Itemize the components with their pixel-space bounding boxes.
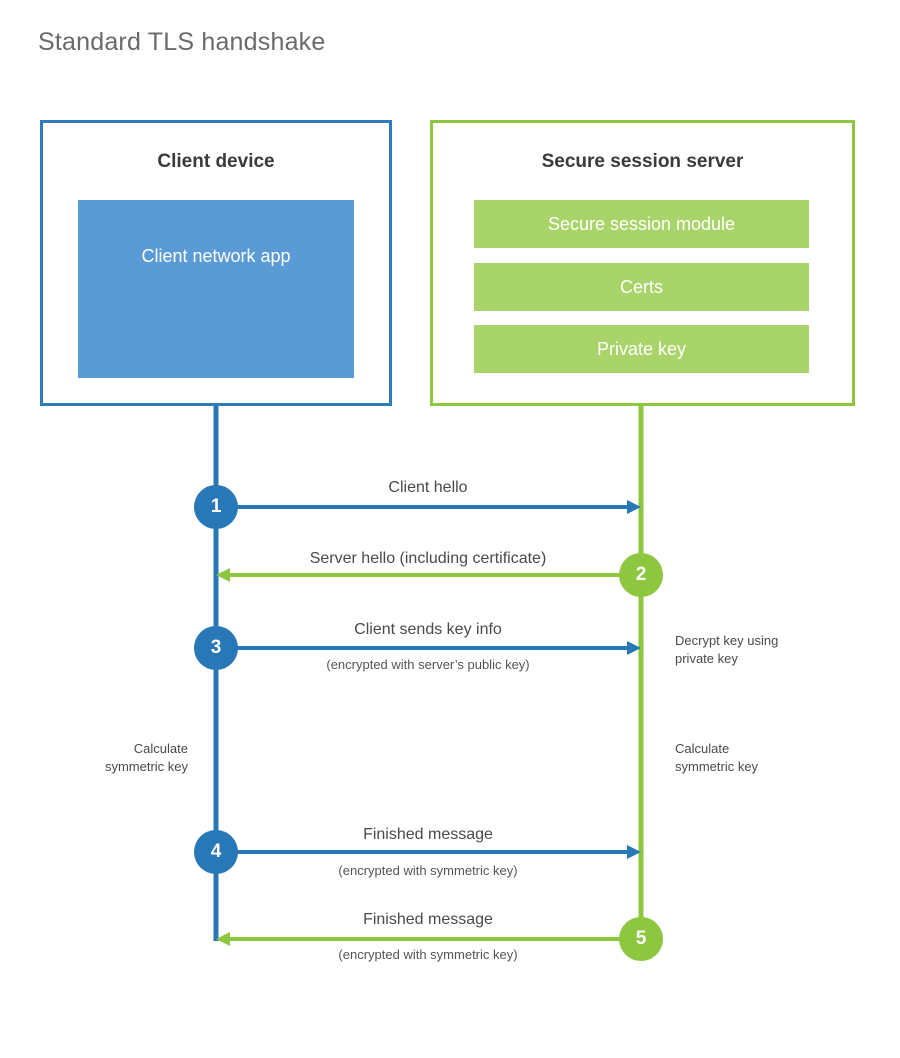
- page-title: Standard TLS handshake: [38, 28, 326, 56]
- secure-session-server-box: Secure session server Secure session mod…: [430, 120, 855, 406]
- annotation-server-calculate-symmetric-key: Calculate symmetric key: [675, 741, 759, 774]
- step-marker-2[interactable]: 2: [619, 553, 663, 597]
- step-marker-1[interactable]: 1: [194, 485, 238, 529]
- step-marker-4[interactable]: 4: [194, 830, 238, 874]
- message-label-step-2: Server hello (including certificate): [309, 550, 547, 567]
- annotation-server-decrypt-key: Decrypt key using private key: [675, 633, 779, 666]
- message-label-step-3: Client sends key info: [354, 621, 502, 638]
- arrow-step-3: [216, 641, 641, 655]
- arrow-step-1: [216, 500, 641, 514]
- secure-session-server-title: Secure session server: [541, 151, 744, 172]
- step-marker-5[interactable]: 5: [619, 917, 663, 961]
- message-sublabel-step-5: (encrypted with symmetric key): [338, 947, 518, 962]
- client-device-title: Client device: [157, 151, 275, 172]
- message-label-step-5: Finished message: [363, 911, 493, 928]
- message-label-step-1: Client hello: [388, 479, 468, 496]
- arrow-step-4: [216, 845, 641, 859]
- client-network-app-block: Client network app: [78, 200, 354, 378]
- arrow-step-2: [216, 568, 641, 582]
- server-module-certs: Certs: [474, 263, 809, 311]
- arrow-step-5: [216, 932, 641, 946]
- client-device-box: Client device Client network app: [40, 120, 392, 406]
- server-module-secure-session-module: Secure session module: [474, 200, 809, 248]
- message-sublabel-step-4: (encrypted with symmetric key): [338, 863, 518, 878]
- annotation-client-calculate-symmetric-key: Calculate symmetric key: [104, 741, 188, 774]
- step-marker-3[interactable]: 3: [194, 626, 238, 670]
- server-module-private-key: Private key: [474, 325, 809, 373]
- message-sublabel-step-3: (encrypted with server’s public key): [326, 657, 530, 672]
- message-label-step-4: Finished message: [363, 826, 493, 843]
